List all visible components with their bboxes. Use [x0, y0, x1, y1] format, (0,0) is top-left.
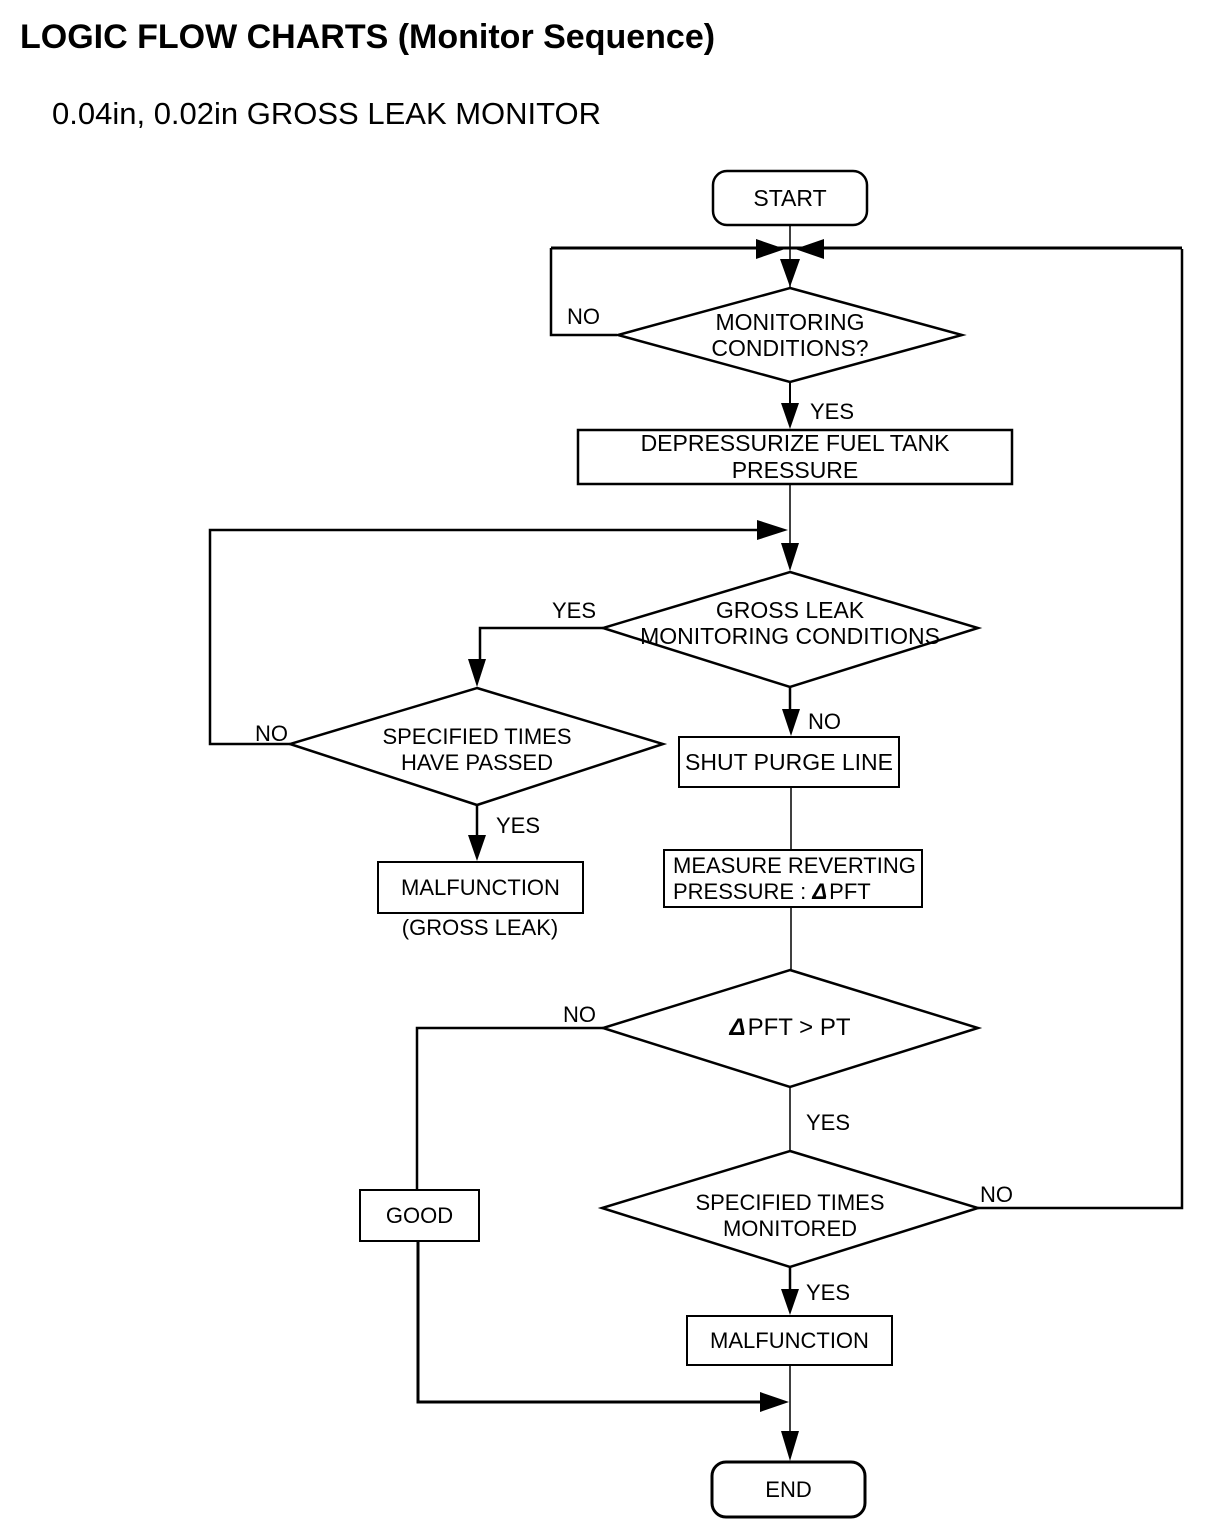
decision-times-passed-label: SPECIFIED TIMES HAVE PASSED	[382, 724, 572, 775]
branch-times-monitored-yes: YES	[806, 1280, 851, 1305]
branch-times-passed-no: NO	[255, 721, 288, 746]
arrowhead-junction-left	[756, 239, 785, 259]
flow-line-monitoring-no-loop	[549, 248, 617, 337]
branch-gross-leak-yes: YES	[551, 598, 596, 623]
arrowhead-into-end	[781, 1431, 799, 1461]
decision-pft-shape	[598, 968, 983, 1089]
decision-gross-leak-shape	[598, 570, 983, 689]
decision-times-monitored-label: SPECIFIED TIMES MONITORED	[695, 1190, 885, 1241]
arrowhead-into-monitoring	[780, 259, 800, 287]
page-subtitle: 0.04in, 0.02in GROSS LEAK MONITOR	[52, 96, 602, 131]
branch-monitoring-yes: YES	[810, 399, 855, 424]
branch-times-passed-yes: YES	[496, 813, 541, 838]
page-title: LOGIC FLOW CHARTS (Monitor Sequence)	[20, 18, 716, 56]
process-malfunction-final-label: MALFUNCTION	[710, 1327, 869, 1353]
branch-monitoring-no: NO	[567, 304, 600, 329]
process-good-label: GOOD	[385, 1202, 454, 1228]
process-shut-purge-label: SHUT PURGE LINE	[685, 748, 893, 775]
measure-line1: MEASURE REVERTING	[673, 852, 916, 878]
flow-line-times-monitored-no-loop	[978, 249, 1184, 1210]
branch-times-monitored-no: NO	[980, 1182, 1013, 1207]
terminal-start-shape	[711, 169, 869, 227]
terminal-start-label: START	[753, 184, 827, 211]
arrowhead-into-shut-purge	[782, 709, 800, 736]
decision-times-passed-shape	[285, 686, 668, 807]
flow-line-gross-leak-yes	[478, 626, 603, 660]
flow-line-times-passed-no-loop	[208, 528, 757, 746]
malfunction-gross-note: (GROSS LEAK)	[401, 915, 559, 940]
process-malfunction-final-shape	[686, 1315, 893, 1366]
process-malfunction-gross-shape	[377, 861, 584, 914]
decision-gross-leak-label: GROSS LEAK MONITORING CONDITIONS	[640, 597, 940, 649]
terminal-end-label: END	[765, 1476, 812, 1502]
process-shut-purge-shape	[678, 736, 900, 788]
decision-times-monitored-shape	[597, 1149, 983, 1269]
arrowhead-into-gross-leak	[781, 543, 799, 571]
branch-pft-no: NO	[563, 1002, 596, 1027]
arrowhead-into-malfunction-gross	[468, 835, 486, 861]
flow-line-good-merge	[416, 1241, 760, 1404]
arrowhead-junction-right	[795, 239, 824, 259]
decision-monitoring-conditions-shape	[613, 286, 967, 384]
branch-gross-leak-no: NO	[808, 709, 841, 734]
terminal-end-shape	[710, 1460, 867, 1519]
process-measure-label: MEASURE REVERTING PRESSURE : ΔPFT	[664, 850, 922, 907]
arrowhead-into-times-passed	[468, 659, 486, 687]
decision-monitoring-conditions-label: MONITORING CONDITIONS?	[711, 309, 869, 361]
process-good-shape	[359, 1189, 480, 1242]
arrowhead-into-malfunction-final	[781, 1289, 799, 1315]
arrowhead-good-merge	[760, 1392, 789, 1412]
process-measure-shape	[663, 849, 923, 908]
arrowhead-into-depressurize	[781, 403, 799, 429]
decision-pft-label: ΔPFT > PT	[729, 1014, 851, 1041]
delta-glyph: Δ	[812, 878, 828, 904]
process-depressurize-shape	[576, 428, 1014, 486]
flow-line-pft-no	[415, 1026, 603, 1190]
delta-glyph: Δ	[729, 1014, 746, 1041]
arrowhead-loop-into-stem	[757, 520, 788, 540]
process-malfunction-gross-label: MALFUNCTION	[401, 874, 560, 900]
measure-line2: PRESSURE : ΔPFT	[673, 878, 871, 904]
process-depressurize-label: DEPRESSURIZE FUEL TANK PRESSURE	[640, 430, 950, 483]
branch-pft-yes: YES	[806, 1110, 851, 1135]
